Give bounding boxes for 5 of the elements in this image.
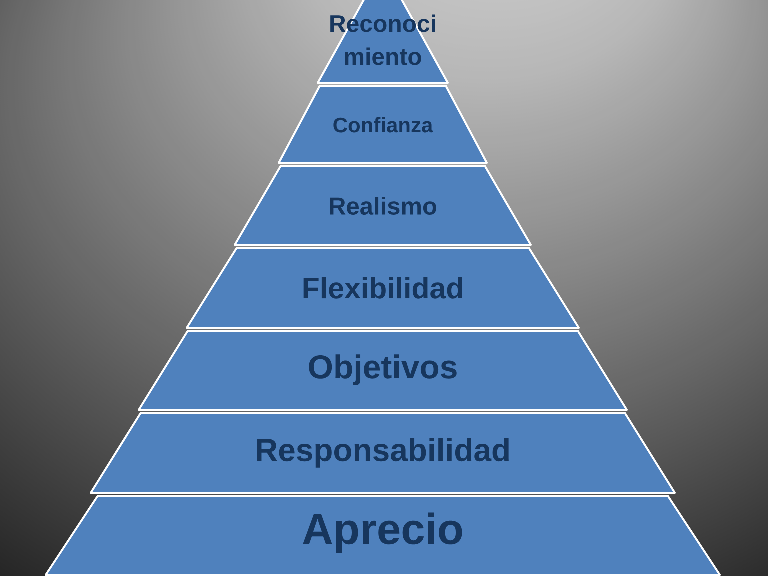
pyramid-level: Responsabilidad bbox=[90, 412, 676, 494]
pyramid-level: Aprecio bbox=[45, 495, 721, 576]
pyramid-level: Realismo bbox=[234, 165, 532, 246]
pyramid-level: Objetivos bbox=[138, 330, 628, 411]
pyramid-level: Confianza bbox=[278, 85, 488, 164]
